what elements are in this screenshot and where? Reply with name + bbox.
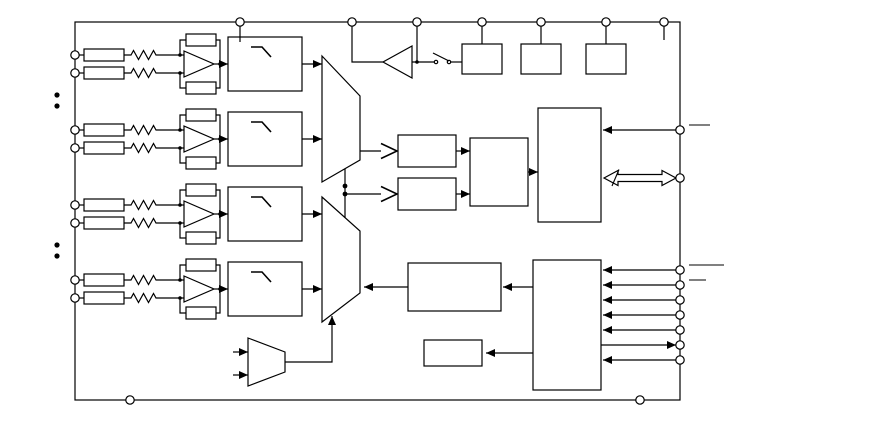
pin-v0a	[70, 50, 80, 60]
pin-v7a	[70, 125, 80, 135]
channel-ellipsis	[54, 92, 60, 259]
clamp-box	[83, 66, 125, 80]
osr-digital-filter	[469, 137, 529, 207]
refcap-wire	[351, 26, 383, 63]
lpf-block	[227, 36, 303, 92]
pin-vcc	[235, 17, 245, 27]
pin-vdrive	[659, 17, 669, 27]
sar-adc-1	[397, 134, 457, 168]
pin-seqen	[675, 295, 685, 305]
pga-amplifier	[183, 50, 216, 78]
pin-reset	[675, 265, 685, 275]
pin-regcap	[536, 17, 546, 27]
pin-circles	[70, 17, 685, 405]
pin-agnd	[125, 395, 135, 405]
lowpass-curve-icon	[251, 46, 272, 58]
power-mux-output-wire	[285, 316, 336, 363]
pin-par	[675, 125, 685, 135]
signal-chevron-icon	[380, 142, 399, 160]
pin-v0bgnd	[70, 218, 80, 228]
mux-b	[321, 195, 361, 324]
parallel-interface-block	[537, 107, 602, 223]
pin-dgnd	[635, 395, 645, 405]
control-pin-wires	[601, 266, 676, 364]
pin-chsel	[675, 325, 685, 335]
clk-osc-block	[423, 339, 483, 367]
reference-circuit	[351, 26, 503, 80]
feedback-wire	[179, 73, 186, 89]
pin-refinout	[412, 17, 422, 27]
refsel-switch	[432, 52, 450, 62]
pin-db	[675, 173, 685, 183]
pin-v7agnd	[70, 143, 80, 153]
feedback-wire	[179, 39, 186, 55]
sar-adc-2	[397, 177, 457, 211]
mux-routing-wires	[342, 142, 399, 218]
regulators	[520, 26, 627, 75]
pin-v0agnd	[70, 68, 80, 78]
power-mux-2to1	[233, 316, 336, 387]
pin-refsel	[477, 17, 487, 27]
analog-channel-group	[79, 33, 322, 95]
pin-v0b	[70, 200, 80, 210]
control-inputs-block	[532, 259, 602, 391]
pin-wr-burst	[675, 280, 685, 290]
aldo-block	[520, 43, 562, 75]
pin-hw-rngsel	[675, 310, 685, 320]
pin-convst	[675, 355, 685, 365]
bus-width-slash	[611, 169, 620, 187]
rfb-resistor-box	[185, 81, 217, 95]
pin-v7b	[70, 275, 80, 285]
dldo-block	[585, 43, 627, 75]
resistor-1mohm	[124, 49, 184, 61]
right-pin-labels	[689, 124, 724, 281]
pin-busy	[675, 340, 685, 350]
pin-regcapd	[601, 17, 611, 27]
mux-a	[321, 54, 361, 184]
clamp-box	[83, 48, 125, 62]
pin-refcap	[347, 17, 357, 27]
signal-chevron-icon	[380, 185, 399, 203]
pin-v7bgnd	[70, 293, 80, 303]
flexible-sequencer-block	[407, 262, 502, 312]
rfb-resistor-box	[185, 33, 217, 47]
ref-2v5-block	[461, 43, 503, 75]
resistor-1mohm	[124, 67, 184, 79]
